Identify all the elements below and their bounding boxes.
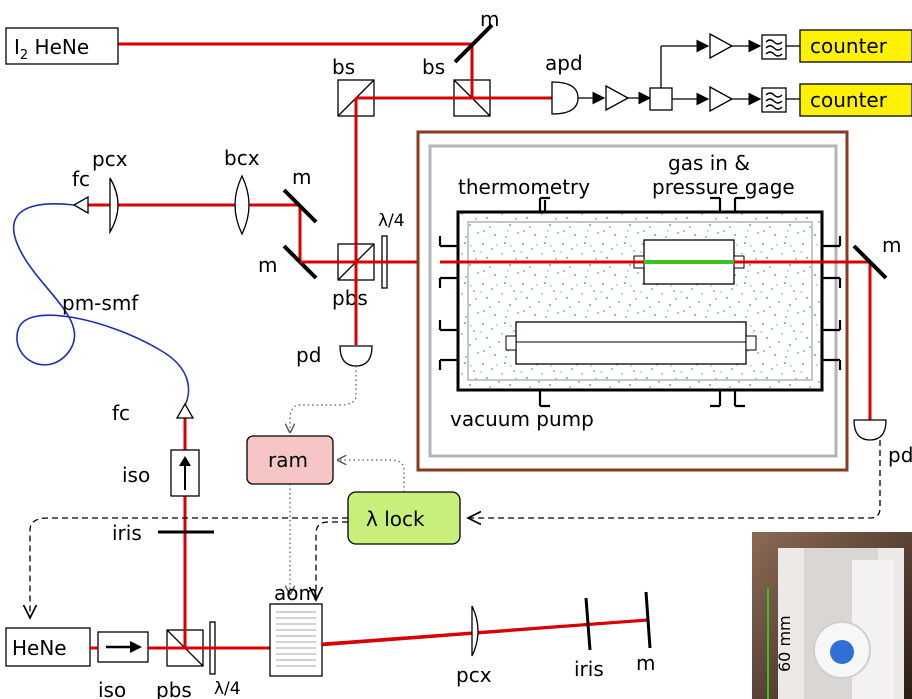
svg-text:HeNe: HeNe bbox=[12, 636, 67, 660]
photodiode-right: pd bbox=[854, 420, 912, 467]
pbs-upper-label: pbs bbox=[332, 286, 368, 310]
signal-chain bbox=[578, 34, 800, 112]
iris-left-label: iris bbox=[112, 521, 142, 545]
iso-upper-label: iso bbox=[122, 463, 150, 487]
counter-2: counter bbox=[800, 84, 912, 116]
filter-box-2 bbox=[762, 88, 786, 112]
pd-left-label: pd bbox=[296, 343, 321, 367]
lens-bcx: bcx bbox=[224, 146, 260, 234]
svg-text:λ lock: λ lock bbox=[366, 507, 425, 531]
fiber-coupler-top: fc bbox=[72, 167, 90, 213]
thermometry-label: thermometry bbox=[458, 175, 590, 199]
m-bottom-label: m bbox=[636, 651, 655, 675]
i2-hene-laser: I2 HeNe bbox=[6, 28, 118, 64]
pm-smf-label: pm-smf bbox=[62, 291, 139, 315]
fc-lower-label: fc bbox=[112, 401, 130, 425]
beam-splitter-right: bs bbox=[422, 55, 490, 116]
mirror-top-label: m bbox=[480, 7, 499, 31]
pm-fiber: pm-smf bbox=[14, 204, 189, 405]
pbs-bottom: pbs bbox=[156, 630, 203, 699]
lens-pcx-top: pcx bbox=[92, 147, 128, 232]
mirror-top: m bbox=[455, 7, 499, 62]
isolator-upper: iso bbox=[122, 450, 199, 496]
vacuum-pump-label: vacuum pump bbox=[450, 407, 594, 431]
iso-bottom-label: iso bbox=[98, 678, 126, 699]
bs-left-label: bs bbox=[332, 55, 355, 79]
mirror-bottom: m bbox=[636, 592, 655, 675]
aom-label: aom bbox=[274, 581, 318, 605]
aom: aom bbox=[270, 581, 322, 676]
filter-box-1 bbox=[762, 35, 786, 59]
splitter-box bbox=[650, 88, 672, 110]
bcx-label: bcx bbox=[224, 146, 260, 170]
apd-detector: apd bbox=[545, 51, 583, 114]
m-lower-label: m bbox=[258, 253, 277, 277]
m-right-label: m bbox=[882, 233, 901, 257]
cell-photo-inset: 60 mm bbox=[752, 532, 912, 699]
pd-right-label: pd bbox=[888, 443, 912, 467]
lambda-lock-box: λ lock bbox=[348, 492, 460, 544]
lambda4-bottom-label: λ/4 bbox=[214, 679, 241, 699]
lambda4-upper-label: λ/4 bbox=[378, 211, 405, 231]
waveplate-bottom: λ/4 bbox=[210, 622, 241, 699]
photodiode-left: pd bbox=[296, 343, 372, 367]
apd-label: apd bbox=[545, 51, 583, 75]
fc-top-label: fc bbox=[72, 167, 90, 191]
reference-cell bbox=[516, 322, 746, 364]
iris-bottom-label: iris bbox=[574, 657, 604, 681]
fiber-coupler-bottom: fc bbox=[112, 401, 193, 425]
ram-box: ram bbox=[247, 436, 333, 484]
bs-right-label: bs bbox=[422, 55, 445, 79]
photo-scale-label: 60 mm bbox=[775, 615, 794, 672]
iris-left: iris bbox=[112, 521, 214, 545]
mirror-right: m bbox=[854, 233, 901, 278]
pbs-bottom-label: pbs bbox=[156, 678, 192, 699]
svg-text:counter: counter bbox=[810, 88, 888, 112]
hene-laser-bottom: HeNe bbox=[6, 628, 90, 666]
isolator-bottom: iso bbox=[98, 632, 148, 699]
pressure-gage-label: pressure gage bbox=[652, 175, 795, 199]
pcx-bottom-label: pcx bbox=[456, 663, 492, 687]
vacuum-chamber: thermometry gas in & pressure gage vacuu… bbox=[418, 132, 847, 470]
waveplate-upper: λ/4 bbox=[378, 211, 405, 288]
beam-splitter-left: bs bbox=[332, 55, 374, 116]
beam-overlay-aom bbox=[322, 620, 648, 644]
gas-in-label: gas in & bbox=[668, 151, 750, 175]
pbs-upper: pbs bbox=[332, 244, 374, 310]
m-upper-label: m bbox=[292, 165, 311, 189]
counter-1: counter bbox=[800, 30, 912, 62]
svg-text:counter: counter bbox=[810, 34, 888, 58]
pcx-top-label: pcx bbox=[92, 147, 128, 171]
svg-text:ram: ram bbox=[268, 448, 308, 472]
iris-bottom: iris bbox=[574, 598, 604, 681]
lens-pcx-bottom: pcx bbox=[456, 606, 492, 687]
